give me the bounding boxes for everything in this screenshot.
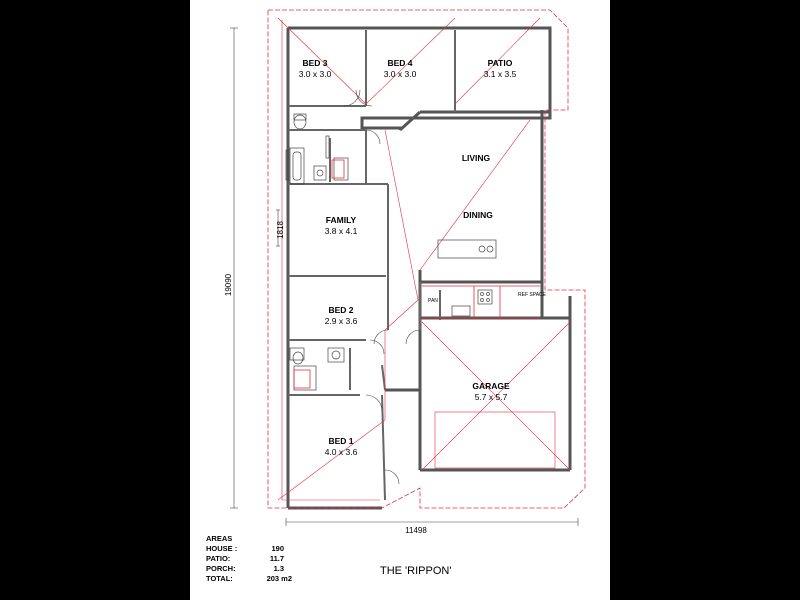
floor-plan-drawing: BED 3 3.0 x 3.0 BED 4 3.0 x 3.0 PATIO 3.… [224,9,586,535]
bed4-name: BED 4 [387,58,412,68]
bed3-dims: 3.0 x 3.0 [299,69,332,79]
patio-name: PATIO [488,58,513,68]
bed3-name: BED 3 [302,58,327,68]
area-label: HOUSE : [206,544,238,553]
area-label: PORCH: [206,564,236,573]
living-name: LIVING [462,153,491,163]
overall-width-dimension: 11498 [405,526,427,535]
dining-name: DINING [463,210,493,220]
roof-ridges [277,17,571,501]
area-value: 11.7 [269,554,284,563]
pantry-label: PAN [428,298,438,304]
patio-dims: 3.1 x 3.5 [484,69,517,79]
area-value: 203 m2 [266,574,292,583]
areas-row-patio: PATIO: 11.7 [206,554,292,564]
plan-title: THE 'RIPPON' [380,565,452,577]
family-wall-dimension: 1818 [276,221,285,239]
floor-plan-sheet: BED 3 3.0 x 3.0 BED 4 3.0 x 3.0 PATIO 3.… [190,0,610,600]
dimension-lines [230,27,579,526]
bed1-dims: 4.0 x 3.6 [325,447,358,457]
areas-table: AREAS HOUSE : 190 PATIO: 11.7 PORCH: 1.3… [206,534,292,584]
bathroom-fixtures [285,113,497,391]
overall-depth-dimension: 19090 [224,273,233,296]
door-swings [343,89,421,485]
area-label: PATIO: [206,554,231,563]
bed4-dims: 3.0 x 3.0 [384,69,417,79]
ref-space-label: REF SPACE [518,292,547,298]
area-value: 1.3 [273,564,284,573]
areas-row-porch: PORCH: 1.3 [206,564,292,574]
areas-row-total: TOTAL: 203 m2 [206,574,292,584]
family-dims: 3.8 x 4.1 [325,226,358,236]
area-label: TOTAL: [206,574,233,583]
bed2-name: BED 2 [328,305,353,315]
garage-dims: 5.7 x 5.7 [475,392,508,402]
garage-name: GARAGE [472,381,510,391]
area-value: 190 [271,544,284,553]
family-name: FAMILY [326,215,357,225]
interior-walls [288,30,456,501]
bed2-dims: 2.9 x 3.6 [325,316,358,326]
roof-outline [267,9,586,509]
bed1-name: BED 1 [328,436,353,446]
cabinet-lines [293,159,540,389]
areas-row-house: HOUSE : 190 [206,544,292,554]
areas-heading: AREAS [206,534,233,543]
